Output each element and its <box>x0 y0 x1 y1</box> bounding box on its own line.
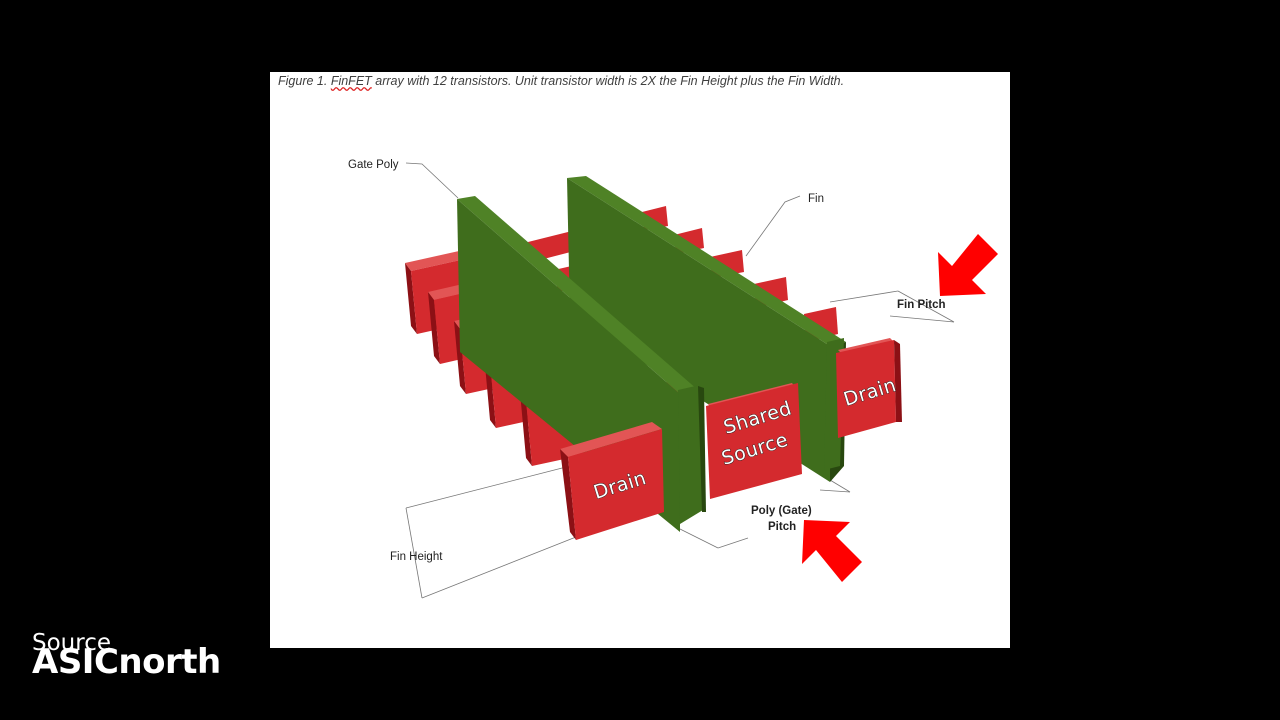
gate-1-top <box>457 196 698 394</box>
source-watermark: Source ASICnorth <box>32 630 221 682</box>
caption-rest: array with 12 transistors. Unit transist… <box>371 74 845 88</box>
watermark-brand-text: ASICnorth <box>32 642 221 682</box>
fin-1-side <box>405 263 417 334</box>
fin-6-end-front <box>836 340 896 438</box>
fin-pitch-ext-line-top <box>829 290 899 303</box>
fin-height-ext-top <box>405 465 571 509</box>
fin-6-end-side <box>894 340 902 422</box>
figure-slide: Figure 1. FinFET array with 12 transisto… <box>270 72 1010 648</box>
fin-5-side <box>520 392 532 466</box>
watermark-source-text: Source <box>32 630 111 656</box>
fin-3-side <box>454 321 466 394</box>
fin-6-front-top <box>560 422 662 457</box>
caption-prefix: Figure 1. <box>278 74 331 88</box>
fin-height-label: Fin Height <box>390 551 443 563</box>
fin-pitch-ext-line-bottom <box>889 315 955 323</box>
fin-height-dimension-line <box>405 507 423 599</box>
fin-label: Fin <box>808 193 824 205</box>
gate-poly-label: Gate Poly <box>348 159 399 171</box>
fin-leader <box>745 195 801 257</box>
fin-height-ext-bottom <box>421 536 577 599</box>
gate-poly-leader <box>405 162 459 199</box>
poly-pitch-label-1: Poly (Gate) <box>751 505 812 517</box>
arrow-fin-pitch <box>938 234 998 296</box>
dimension-lines <box>405 162 955 599</box>
fin-pitch-dimension-line <box>897 290 955 323</box>
red-arrow-icon-bottom <box>802 520 862 582</box>
poly-pitch-ext-a <box>677 527 719 549</box>
arrow-poly-pitch <box>802 520 862 582</box>
gate-1-side <box>698 386 706 512</box>
figure-caption: Figure 1. FinFET array with 12 transisto… <box>278 74 844 88</box>
fin-array-middle <box>706 338 902 499</box>
caption-flagged-word: FinFET <box>330 74 372 88</box>
poly-pitch-dim-a <box>717 537 749 549</box>
finfet-array-diagram: Drain Shared Source Drain Gate Poly Fin … <box>348 159 998 599</box>
gate-2-top <box>567 176 846 346</box>
fin-6-front-side <box>560 449 576 540</box>
poly-pitch-label-2: Pitch <box>768 521 796 533</box>
fin-6-mid-front <box>706 383 802 499</box>
poly-pitch-dim-b <box>819 489 851 493</box>
gate-1-face <box>678 385 703 524</box>
red-arrow-icon-top <box>938 234 998 296</box>
fin-2-side <box>428 292 440 364</box>
fin-pitch-label: Fin Pitch <box>897 299 946 311</box>
fin-6-front-face <box>568 429 664 540</box>
fin-6-front-segment <box>560 422 664 540</box>
